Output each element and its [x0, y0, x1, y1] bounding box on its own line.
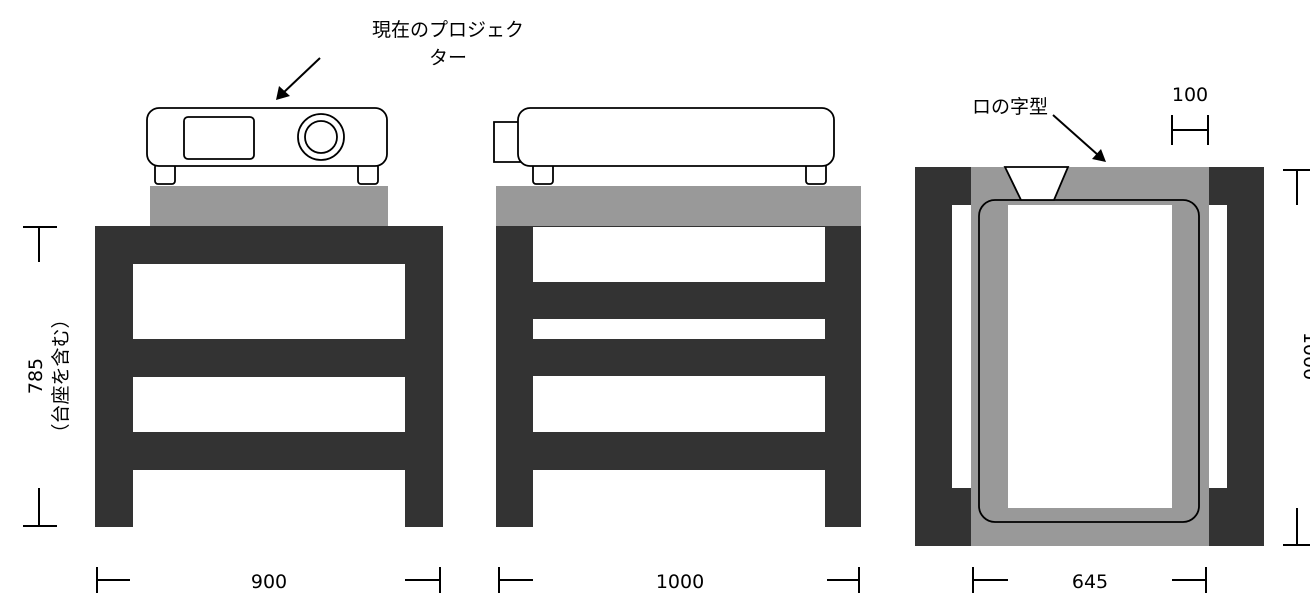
bar-width-dimension: 100	[1171, 84, 1209, 145]
projector-label-line2: ター	[429, 47, 467, 69]
inner-width-label: 645	[1072, 571, 1108, 593]
side-width-dimension: 1000	[498, 567, 860, 593]
projector-label-line1: 現在のプロジェク	[372, 19, 524, 41]
front-width-label: 900	[251, 571, 287, 593]
frame-callout: ロの字型	[972, 96, 1106, 162]
rack-side	[496, 226, 861, 527]
depth-dimension-label: 1000	[1299, 332, 1310, 380]
projector-front-icon	[146, 107, 388, 185]
pedestal-side	[496, 186, 861, 226]
height-dimension: 785 （台座を含む）	[23, 226, 72, 527]
lens-top-icon	[1003, 166, 1070, 201]
pedestal-front	[150, 186, 388, 226]
inner-width-dimension: 645	[972, 567, 1207, 593]
height-dimension-label: 785	[25, 358, 47, 394]
front-width-dimension: 900	[96, 567, 441, 593]
side-view	[493, 107, 861, 527]
frame-callout-arrow	[1052, 114, 1099, 156]
projector-side-icon	[493, 107, 835, 185]
front-view	[95, 107, 443, 527]
bar-width-label: 100	[1172, 84, 1208, 106]
projector-callout: 現在のプロジェク ター	[276, 19, 524, 100]
frame-label: ロの字型	[972, 96, 1048, 118]
height-dimension-note: （台座を含む）	[50, 309, 72, 442]
projector-callout-arrow	[281, 57, 321, 95]
top-view	[915, 166, 1264, 546]
projector-top-outline	[978, 199, 1200, 523]
depth-dimension: 1000	[1283, 169, 1310, 546]
rack-front	[95, 226, 443, 527]
side-width-label: 1000	[656, 571, 704, 593]
